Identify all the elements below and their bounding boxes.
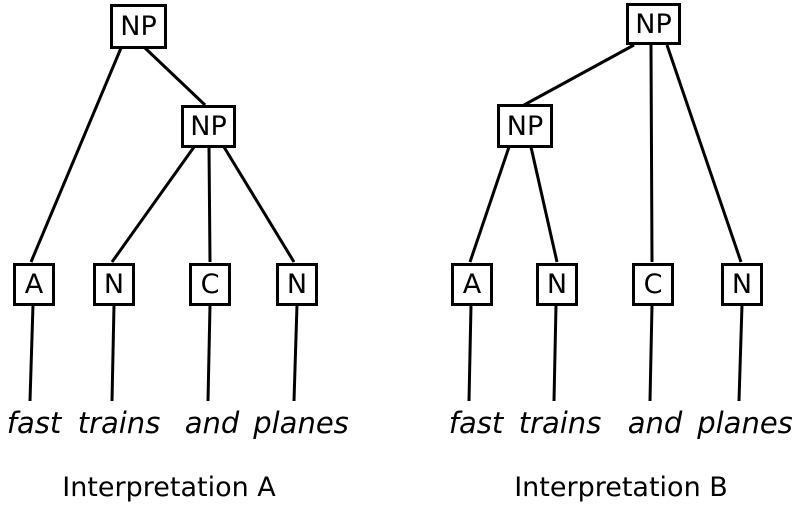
tree-a-edge-root-to-inner-np (143, 46, 207, 107)
tree-b-word-trains: trains (518, 406, 602, 440)
tree-b-edge-root-to-c (649, 44, 654, 263)
tree-a-caption: Interpretation A (62, 472, 276, 503)
tree-b-word-planes: planes (697, 406, 793, 440)
tree-a-edge-inner-to-n1 (110, 146, 196, 263)
tree-b-edge-n2-to-planes (737, 304, 744, 402)
tree-b-root-np-node: NP (626, 3, 681, 45)
tree-a-word-planes: planes (253, 406, 349, 440)
tree-b-leaf-n1-node: N (536, 263, 578, 306)
tree-b-word-fast: fast (448, 406, 504, 440)
tree-a-edge-root-to-a (29, 47, 123, 263)
tree-a-leaf-c-node: C (189, 263, 231, 306)
tree-a-edge-n2-to-planes (292, 304, 299, 402)
tree-b-caption: Interpretation B (514, 472, 728, 503)
tree-a-root-np-node: NP (110, 4, 167, 49)
tree-b-leaf-c-node: C (632, 263, 674, 306)
tree-b-edge-root-to-inner-np (523, 43, 635, 107)
tree-b-edge-c-to-and (648, 304, 654, 402)
tree-a-edge-inner-to-n2 (222, 146, 296, 263)
tree-a-leaf-a-node: A (13, 263, 55, 306)
tree-a-word-and: and (184, 406, 240, 440)
tree-b-leaf-a-node: A (451, 263, 493, 306)
tree-b-edge-root-to-n2 (665, 44, 743, 263)
tree-b-edge-n1-to-trains (552, 304, 558, 402)
tree-b-edge-a-to-fast (467, 304, 473, 402)
tree-b-inner-np-node: NP (497, 104, 553, 148)
tree-a-word-trains: trains (77, 406, 161, 440)
tree-b-leaf-n2-node: N (721, 263, 763, 306)
tree-b-edge-inner-to-n1 (529, 146, 559, 263)
tree-b-edge-inner-to-a (468, 146, 511, 263)
tree-a-edge-n1-to-trains (110, 304, 116, 402)
tree-a-edge-c-to-and (206, 304, 212, 402)
tree-a-edge-inner-to-c (207, 146, 212, 263)
tree-a-leaf-n2-node: N (276, 263, 318, 306)
tree-a-inner-np-node: NP (181, 105, 236, 148)
tree-b-word-and: and (627, 406, 683, 440)
tree-a-word-fast: fast (6, 406, 62, 440)
tree-a-leaf-n1-node: N (93, 263, 135, 306)
tree-a-edge-a-to-fast (28, 304, 35, 402)
